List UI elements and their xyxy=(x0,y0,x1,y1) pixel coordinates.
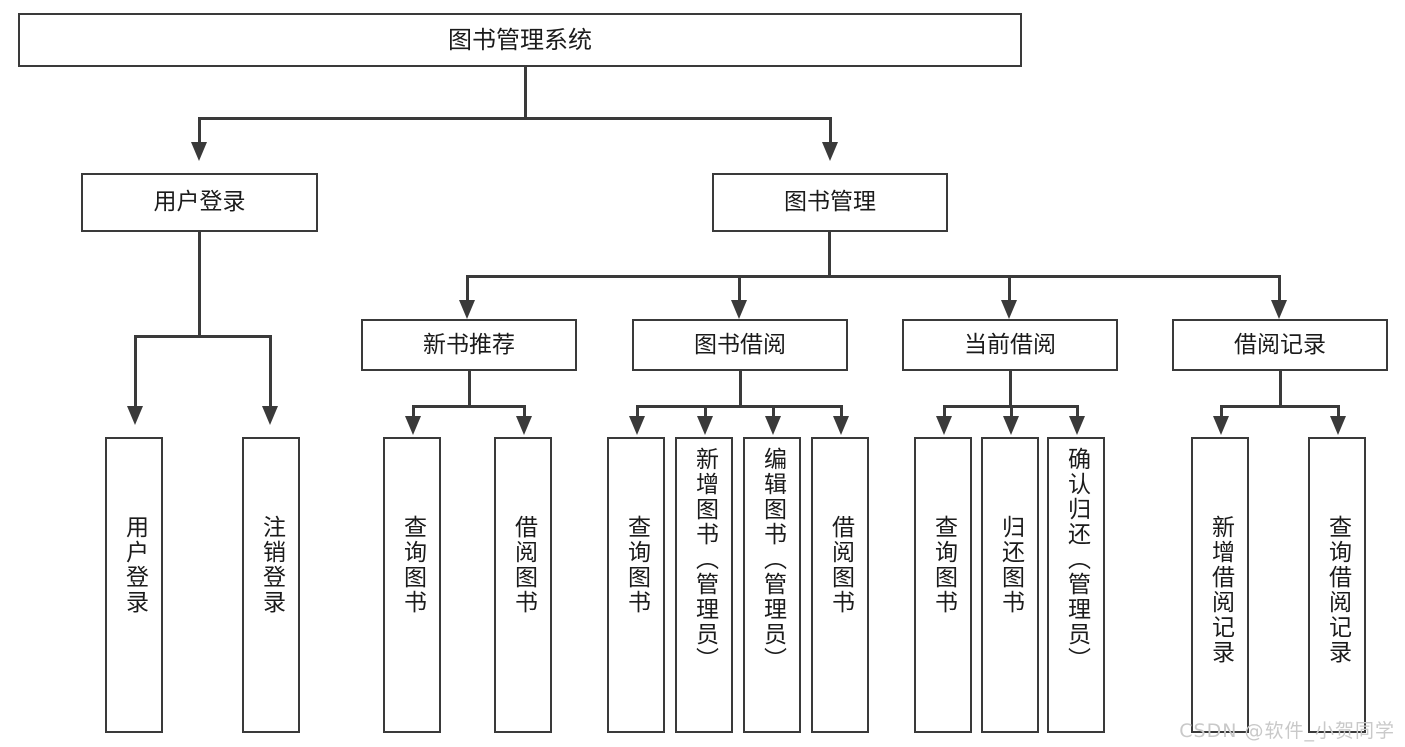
connector-root-to-book-manage xyxy=(829,117,832,144)
connector-book-manage-stem xyxy=(828,232,831,278)
leaf-book-borrow-query[interactable]: 查询图书 xyxy=(607,437,665,733)
arrow-bm-to-book-borrow xyxy=(731,300,747,319)
node-user-login[interactable]: 用户登录 xyxy=(81,173,318,232)
node-label: 编辑图书（管理员） xyxy=(759,447,786,672)
connector-bm-to-current-borrow xyxy=(1008,275,1011,302)
connector-bb-bus xyxy=(636,405,843,408)
arrow-bb-b2 xyxy=(697,416,713,435)
node-label: 图书借阅 xyxy=(694,331,786,358)
leaf-book-borrow-add[interactable]: 新增图书（管理员） xyxy=(675,437,733,733)
connector-bm-to-new-book xyxy=(466,275,469,302)
node-label: 当前借阅 xyxy=(964,331,1056,358)
arrow-user-login-b2 xyxy=(262,406,278,425)
connector-br-b2 xyxy=(1337,405,1340,419)
node-label: 借阅图书 xyxy=(510,515,537,615)
connector-nbr-b1 xyxy=(412,405,415,419)
node-label: 查询图书 xyxy=(399,515,426,615)
connector-bm-to-book-borrow xyxy=(738,275,741,302)
connector-bb-b2 xyxy=(704,405,707,419)
node-label: 图书管理 xyxy=(784,189,876,215)
connector-br-bus xyxy=(1220,405,1340,408)
node-book-borrow[interactable]: 图书借阅 xyxy=(632,319,848,371)
node-label: 新书推荐 xyxy=(423,331,515,358)
arrow-bb-b4 xyxy=(833,416,849,435)
connector-br-b1 xyxy=(1220,405,1223,419)
arrow-root-to-book-manage xyxy=(822,142,838,161)
connector-user-login-b2 xyxy=(269,335,272,408)
arrow-cb-b2 xyxy=(1003,416,1019,435)
node-label: 图书管理系统 xyxy=(448,26,592,54)
connector-bm-to-borrow-record xyxy=(1278,275,1281,302)
arrow-bm-to-borrow-record xyxy=(1271,300,1287,319)
arrow-bb-b1 xyxy=(629,416,645,435)
connector-root-bus xyxy=(198,117,832,120)
arrow-nbr-b1 xyxy=(405,416,421,435)
arrow-bm-to-new-book xyxy=(459,300,475,319)
node-label: 用户登录 xyxy=(153,189,246,215)
connector-nbr-b2 xyxy=(523,405,526,419)
arrow-user-login-b1 xyxy=(127,406,143,425)
connector-user-login-stem xyxy=(198,232,201,338)
connector-cb-b3 xyxy=(1076,405,1079,419)
node-label: 查询借阅记录 xyxy=(1324,515,1351,665)
node-label: 用户登录 xyxy=(121,515,148,615)
node-label: 借阅记录 xyxy=(1234,331,1326,358)
node-label: 新增图书（管理员） xyxy=(691,447,718,672)
connector-user-login-b1 xyxy=(134,335,137,408)
connector-cb-b2 xyxy=(1010,405,1013,419)
leaf-book-borrow-edit[interactable]: 编辑图书（管理员） xyxy=(743,437,801,733)
leaf-user-login-logout[interactable]: 注销登录 xyxy=(242,437,300,733)
leaf-current-borrow-return[interactable]: 归还图书 xyxy=(981,437,1039,733)
node-label: 查询图书 xyxy=(930,515,957,615)
connector-book-manage-bus xyxy=(466,275,1281,278)
node-label: 注销登录 xyxy=(258,515,285,615)
node-label: 查询图书 xyxy=(623,515,650,615)
leaf-current-borrow-query[interactable]: 查询图书 xyxy=(914,437,972,733)
arrow-cb-b3 xyxy=(1069,416,1085,435)
arrow-br-b2 xyxy=(1330,416,1346,435)
node-current-borrow[interactable]: 当前借阅 xyxy=(902,319,1118,371)
connector-cb-b1 xyxy=(943,405,946,419)
node-label: 借阅图书 xyxy=(827,515,854,615)
connector-root-to-user-login xyxy=(198,117,201,144)
arrow-bb-b3 xyxy=(765,416,781,435)
node-borrow-record[interactable]: 借阅记录 xyxy=(1172,319,1388,371)
leaf-borrow-record-add[interactable]: 新增借阅记录 xyxy=(1191,437,1249,733)
connector-nbr-stem xyxy=(468,371,471,408)
arrow-root-to-user-login xyxy=(191,142,207,161)
node-new-book-recommend[interactable]: 新书推荐 xyxy=(361,319,577,371)
connector-bb-stem xyxy=(739,371,742,408)
arrow-nbr-b2 xyxy=(516,416,532,435)
leaf-new-book-borrow[interactable]: 借阅图书 xyxy=(494,437,552,733)
connector-br-stem xyxy=(1279,371,1282,408)
connector-bb-b1 xyxy=(636,405,639,419)
node-label: 归还图书 xyxy=(997,515,1024,615)
connector-cb-stem xyxy=(1009,371,1012,408)
connector-user-login-bus xyxy=(134,335,272,338)
node-book-management[interactable]: 图书管理 xyxy=(712,173,948,232)
node-label: 确认归还（管理员） xyxy=(1063,447,1090,672)
leaf-book-borrow-lend[interactable]: 借阅图书 xyxy=(811,437,869,733)
leaf-current-borrow-confirm-return[interactable]: 确认归还（管理员） xyxy=(1047,437,1105,733)
arrow-bm-to-current-borrow xyxy=(1001,300,1017,319)
connector-nbr-bus xyxy=(412,405,526,408)
leaf-user-login-login[interactable]: 用户登录 xyxy=(105,437,163,733)
leaf-borrow-record-query[interactable]: 查询借阅记录 xyxy=(1308,437,1366,733)
node-label: 新增借阅记录 xyxy=(1207,515,1234,665)
leaf-new-book-query[interactable]: 查询图书 xyxy=(383,437,441,733)
node-root-system[interactable]: 图书管理系统 xyxy=(18,13,1022,67)
connector-root-stem xyxy=(524,67,527,119)
arrow-br-b1 xyxy=(1213,416,1229,435)
connector-bb-b4 xyxy=(840,405,843,419)
connector-bb-b3 xyxy=(772,405,775,419)
arrow-cb-b1 xyxy=(936,416,952,435)
